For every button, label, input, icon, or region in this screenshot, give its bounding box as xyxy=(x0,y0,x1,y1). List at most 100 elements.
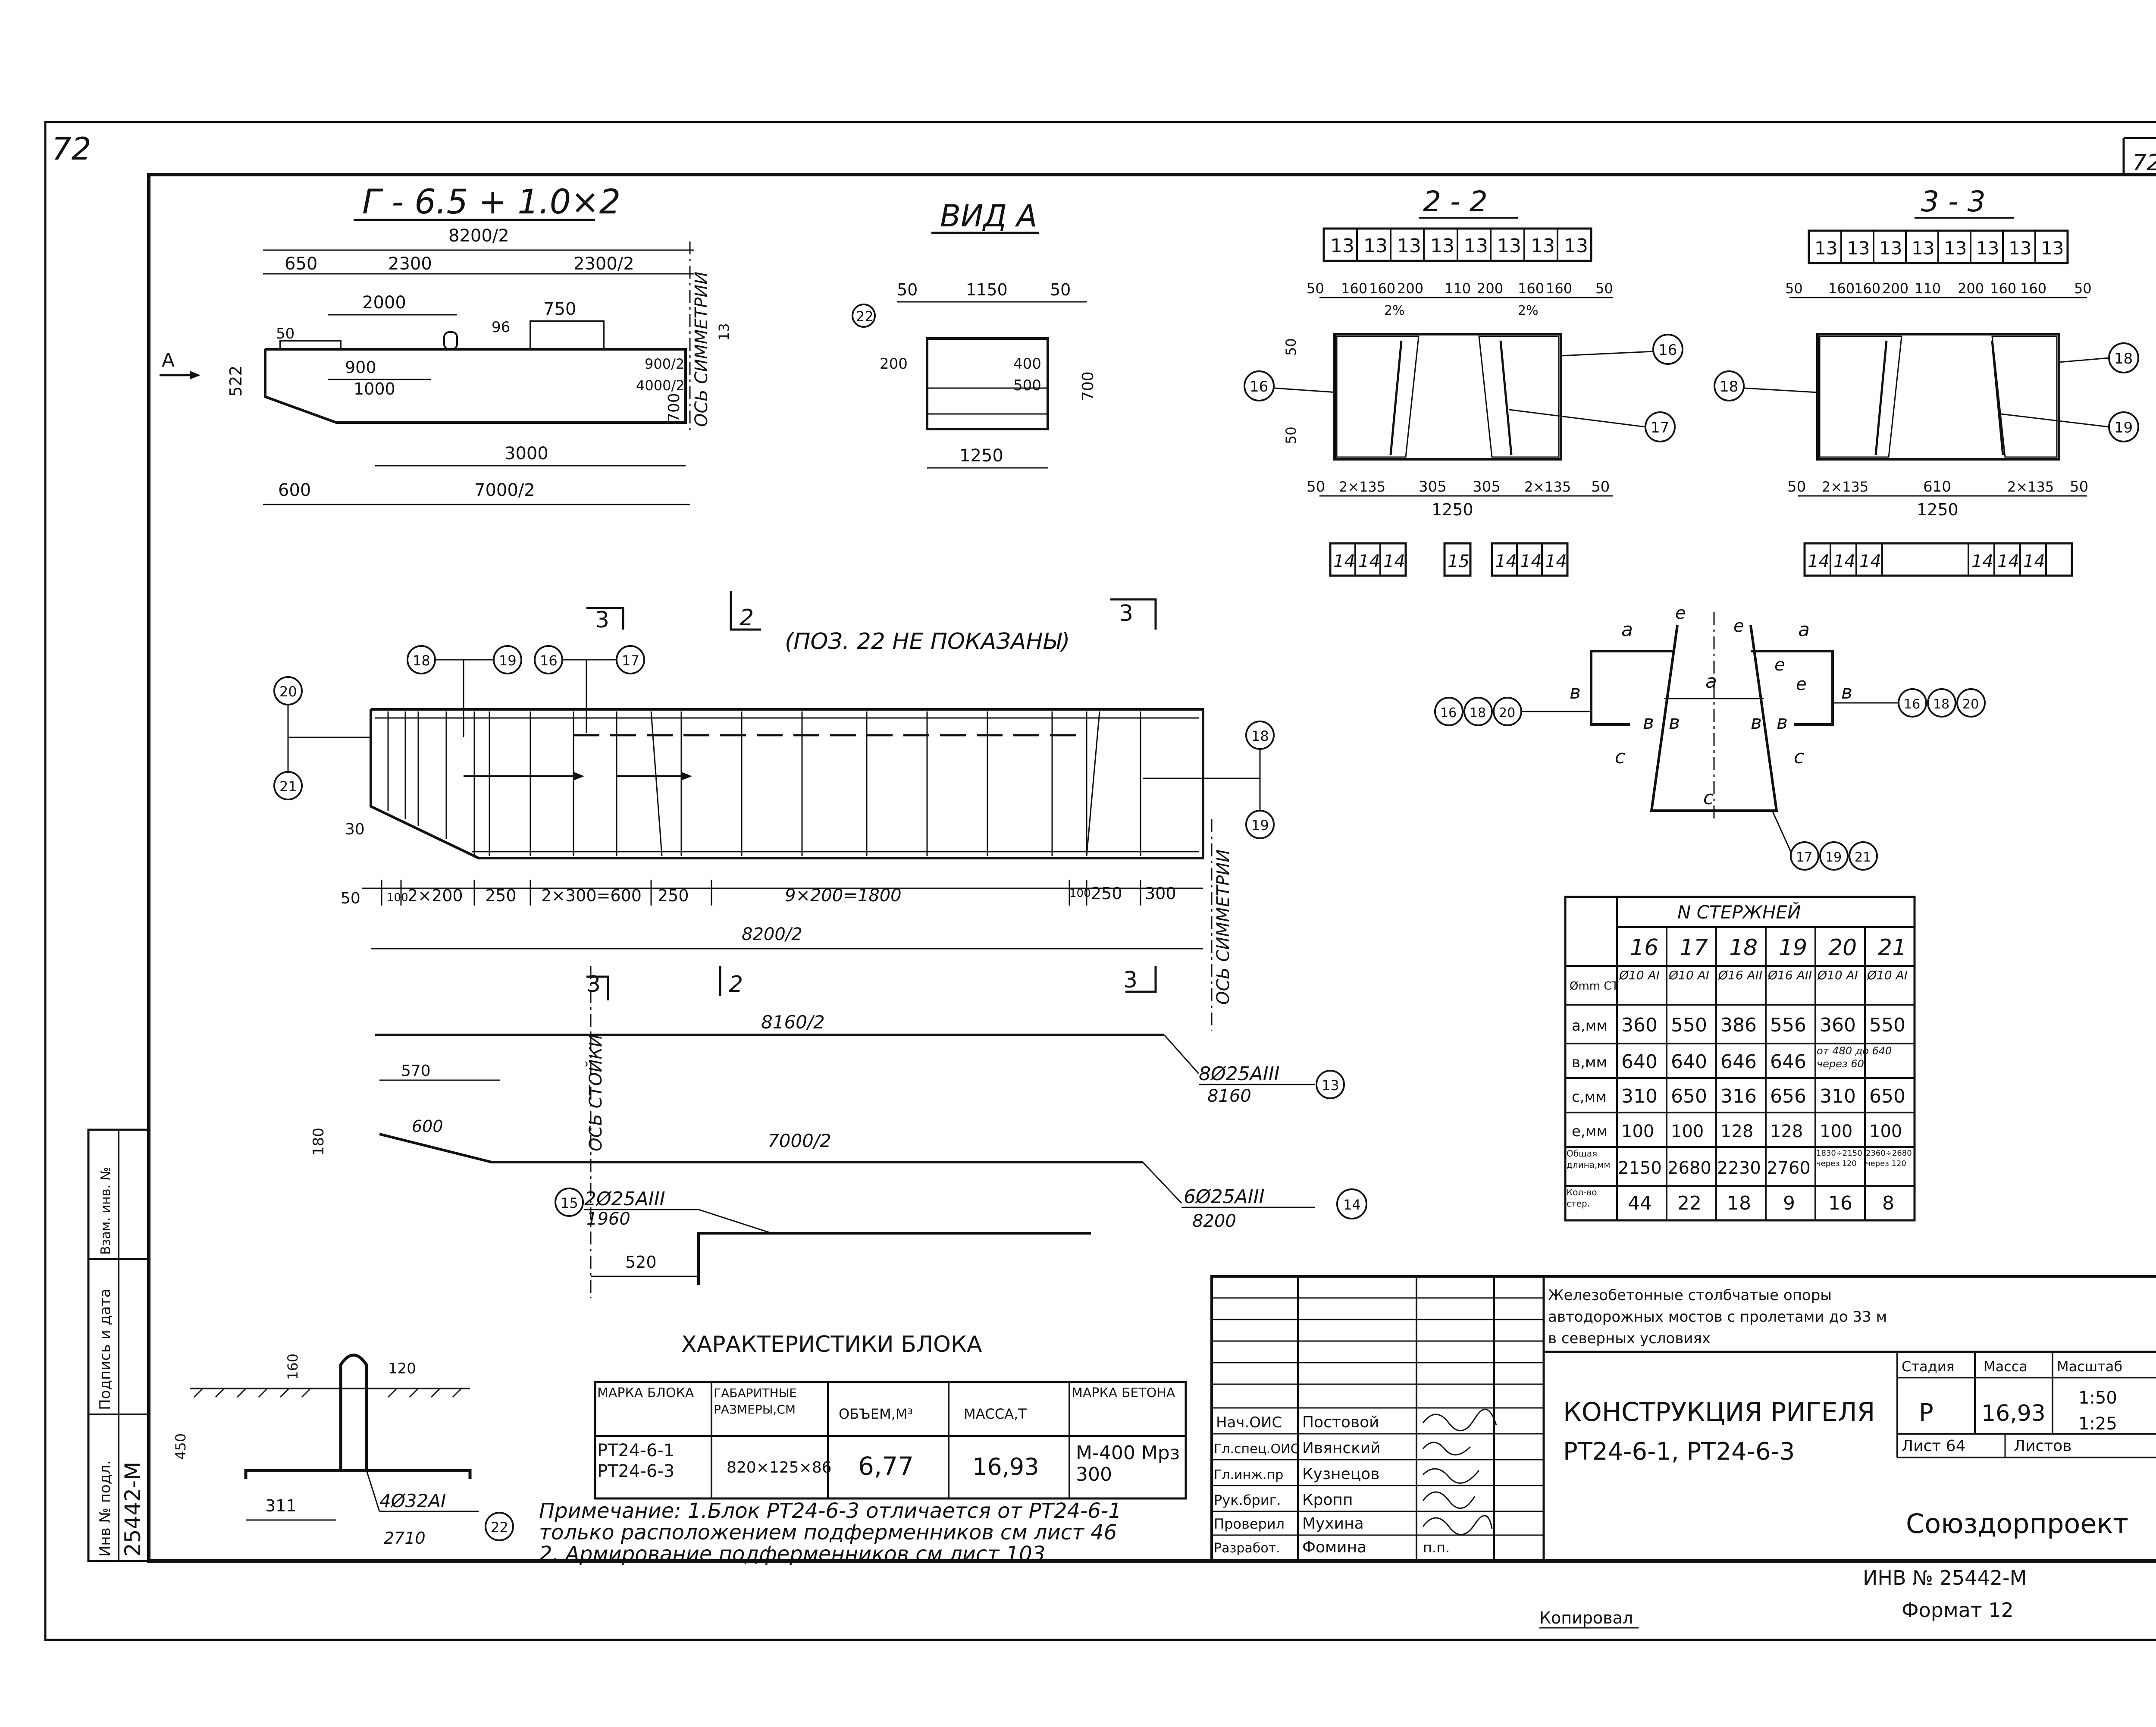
svg-text:2×200: 2×200 xyxy=(407,886,463,905)
svg-text:Масса: Масса xyxy=(1984,1358,2028,1375)
svg-text:14: 14 xyxy=(1997,552,2019,571)
svg-text:310: 310 xyxy=(1820,1085,1856,1107)
svg-text:Ивянский: Ивянский xyxy=(1302,1439,1381,1457)
svg-text:50: 50 xyxy=(1785,280,1803,297)
svg-text:ОСЬ СИММЕТРИИ: ОСЬ СИММЕТРИИ xyxy=(1213,849,1233,1005)
svg-text:250: 250 xyxy=(658,886,689,905)
svg-text:13: 13 xyxy=(1464,235,1488,257)
svg-text:Стадия: Стадия xyxy=(1902,1358,1955,1375)
title-block: Нач.ОИС Постовой Гл.спец.ОИС Ивянский Гл… xyxy=(1210,1275,2156,1562)
bar-schedule-table: N СТЕРЖНЕЙ 16 17 18 19 20 21 Ømm СТ a,мм… xyxy=(1564,896,1916,1222)
section-3-3: 3 - 3 13 13 13 13 13 13 13 13 50 160 160… xyxy=(1714,185,2139,577)
svg-text:17: 17 xyxy=(1796,850,1812,865)
view-a-title: ВИД А xyxy=(940,198,1037,234)
svg-text:14: 14 xyxy=(1545,552,1567,571)
svg-text:16,93: 16,93 xyxy=(972,1453,1039,1480)
svg-text:25442-М: 25442-М xyxy=(120,1462,145,1557)
svg-text:50: 50 xyxy=(1787,478,1806,495)
svg-text:13: 13 xyxy=(1912,238,1934,259)
svg-text:Ømm СТ: Ømm СТ xyxy=(1570,980,1619,993)
svg-text:21: 21 xyxy=(1878,935,1906,961)
girder-outline xyxy=(264,348,687,424)
page-number-right: 72 xyxy=(2132,150,2156,176)
svg-text:e: e xyxy=(1733,616,1744,636)
footer-copied: Копировал xyxy=(1539,1608,1633,1627)
callout-22 xyxy=(852,304,876,328)
section-2-2-top-bar-row: 13 13 13 13 13 13 13 13 xyxy=(1322,227,1592,262)
svg-text:13: 13 xyxy=(1531,235,1555,257)
svg-text:8160/2: 8160/2 xyxy=(761,1012,825,1033)
notes: Примечание: 1.Блок РТ24-6-3 отличается о… xyxy=(539,1499,1122,1566)
svg-text:750: 750 xyxy=(543,299,576,319)
svg-text:18: 18 xyxy=(1470,705,1486,721)
svg-text:2: 2 xyxy=(740,605,754,631)
svg-text:160: 160 xyxy=(285,1354,301,1380)
svg-text:310: 310 xyxy=(1621,1085,1658,1107)
svg-text:a: a xyxy=(1621,619,1633,641)
svg-text:820×125×86: 820×125×86 xyxy=(727,1459,832,1476)
svg-text:13: 13 xyxy=(1879,238,1902,259)
section-3-3-outline xyxy=(1816,333,2060,461)
svg-text:50: 50 xyxy=(1283,426,1299,444)
svg-text:2. Армирование подферменников: 2. Армирование подферменников см лист 10… xyxy=(539,1542,1045,1566)
svg-text:автодорожных мостов с пролетам: автодорожных мостов с пролетами до 33 м xyxy=(1548,1308,1887,1326)
svg-text:13: 13 xyxy=(1363,235,1388,257)
svg-text:1250: 1250 xyxy=(1917,500,1959,519)
svg-text:c: c xyxy=(1703,787,1714,809)
svg-text:16: 16 xyxy=(1250,378,1268,395)
svg-text:522: 522 xyxy=(226,365,245,397)
svg-text:6,77: 6,77 xyxy=(858,1451,914,1481)
svg-text:96: 96 xyxy=(492,319,510,336)
svg-text:100: 100 xyxy=(1069,887,1091,900)
svg-text:в,мм: в,мм xyxy=(1572,1054,1607,1071)
svg-text:3: 3 xyxy=(586,972,601,997)
svg-text:16: 16 xyxy=(1630,935,1658,961)
svg-text:305: 305 xyxy=(1473,478,1501,495)
svg-text:в: в xyxy=(1841,681,1852,703)
svg-text:c: c xyxy=(1794,746,1804,768)
svg-text:e,мм: e,мм xyxy=(1572,1123,1608,1140)
svg-text:1250: 1250 xyxy=(959,446,1003,466)
svg-text:Фомина: Фомина xyxy=(1302,1539,1366,1556)
block-characteristics-table: ХАРАКТЕРИСТИКИ БЛОКА МАРКА БЛОКА ГАБАРИТ… xyxy=(594,1332,1187,1500)
svg-text:900/2: 900/2 xyxy=(645,356,684,372)
svg-text:160: 160 xyxy=(1990,280,2016,297)
svg-text:Р: Р xyxy=(1919,1399,1934,1427)
svg-text:2×300=600: 2×300=600 xyxy=(541,886,642,905)
section-2-2: 2 - 2 13 13 13 13 13 13 13 13 50 160 160… xyxy=(1244,185,1683,577)
svg-text:16: 16 xyxy=(1904,697,1920,712)
elevation-note: (ПОЗ. 22 НЕ ПОКАЗАНЫ) xyxy=(785,629,1070,655)
svg-text:3000: 3000 xyxy=(505,444,548,464)
svg-text:19: 19 xyxy=(2114,419,2133,436)
svg-text:в: в xyxy=(1570,681,1581,703)
svg-text:Лист 64: Лист 64 xyxy=(1902,1437,1965,1455)
svg-text:110: 110 xyxy=(1445,280,1471,297)
reinforcement-elevation: (ПОЗ. 22 НЕ ПОКАЗАНЫ) 3 2 3 18 19 16 17 … xyxy=(273,591,1275,1031)
svg-text:50: 50 xyxy=(1307,280,1324,297)
svg-text:200: 200 xyxy=(1958,280,1984,297)
svg-text:8: 8 xyxy=(1882,1192,1894,1214)
svg-text:13: 13 xyxy=(1430,235,1454,257)
svg-text:2680: 2680 xyxy=(1667,1158,1711,1178)
svg-text:18: 18 xyxy=(1729,935,1758,961)
svg-text:50: 50 xyxy=(1595,280,1613,297)
svg-text:1960: 1960 xyxy=(586,1209,630,1229)
section-2-2-bottom-bar-row: 14 14 14 15 14 14 14 xyxy=(1329,542,1569,577)
svg-text:e: e xyxy=(1675,603,1686,623)
inner-frame xyxy=(147,173,2156,1563)
svg-text:50: 50 xyxy=(2070,478,2088,495)
svg-text:200: 200 xyxy=(1882,280,1908,297)
svg-text:14: 14 xyxy=(1833,552,1855,571)
svg-text:14: 14 xyxy=(1859,552,1881,571)
svg-text:160: 160 xyxy=(1546,280,1572,297)
svg-text:22: 22 xyxy=(856,308,874,325)
main-view-title: Г - 6.5 + 1.0×2 xyxy=(362,183,620,222)
svg-text:128: 128 xyxy=(1770,1122,1803,1141)
svg-text:14: 14 xyxy=(1333,552,1355,571)
svg-text:Проверил: Проверил xyxy=(1214,1516,1285,1532)
svg-text:500: 500 xyxy=(1013,377,1041,394)
svg-text:640: 640 xyxy=(1671,1051,1707,1073)
main-view: Г - 6.5 + 1.0×2 8200/2 650 2300 2300/2 2… xyxy=(160,183,732,505)
svg-text:160: 160 xyxy=(1341,280,1367,297)
svg-text:8200: 8200 xyxy=(1192,1211,1236,1231)
